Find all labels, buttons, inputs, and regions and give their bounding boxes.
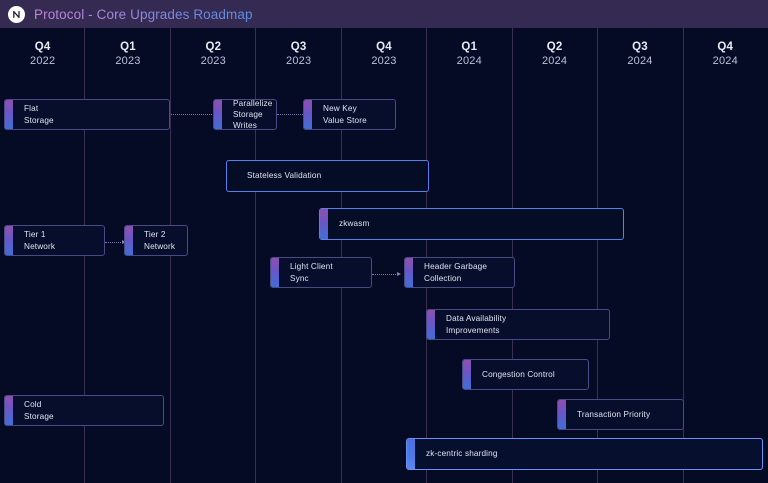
- quarter-header-q2-2024: Q2 2024: [512, 28, 597, 74]
- roadmap-bar-label: Transaction Priority: [577, 409, 651, 419]
- bar-accent-strip: [214, 100, 222, 129]
- bar-accent-strip: [463, 360, 471, 389]
- roadmap-bar-label: zk-centric sharding: [426, 449, 498, 459]
- quarter-header-q3-2023: Q3 2023: [256, 28, 341, 74]
- roadmap-bar-parallelize-storage-writes[interactable]: Parallelize Storage Writes: [213, 99, 277, 130]
- quarter-label: Q4: [717, 41, 734, 53]
- roadmap-bar-zk-centric-sharding[interactable]: zk-centric sharding: [406, 438, 763, 470]
- quarter-year: 2023: [200, 55, 226, 67]
- roadmap-bar-tier-2-network[interactable]: Tier 2 Network: [124, 225, 188, 256]
- bar-accent-strip: [320, 209, 328, 239]
- roadmap-bar-congestion-control[interactable]: Congestion Control: [462, 359, 589, 390]
- bar-accent-strip: [427, 310, 435, 339]
- roadmap-bar-flat-storage[interactable]: Flat Storage: [4, 99, 170, 130]
- quarter-label: Q4: [376, 41, 392, 53]
- bar-accent-strip: [405, 258, 413, 287]
- roadmap-bar-label: Light Client Sync: [290, 262, 333, 283]
- roadmap-bar-light-client-sync[interactable]: Light Client Sync: [270, 257, 372, 288]
- quarter-label: Q2: [205, 41, 222, 53]
- quarter-header-q3-2024: Q3 2024: [597, 28, 682, 74]
- bar-accent-strip: [271, 258, 279, 287]
- roadmap-bar-label: Data Availability Improvements: [446, 314, 507, 335]
- roadmap-bar-zkwasm[interactable]: zkwasm: [319, 208, 624, 240]
- roadmap-bar-label: Cold Storage: [24, 400, 54, 421]
- roadmap-bars: Flat Storage Parallelize Storage Writes …: [0, 28, 768, 483]
- quarter-header-q4-2022: Q4 2022: [0, 28, 85, 74]
- quarter-header-q1-2023: Q1 2023: [85, 28, 170, 74]
- roadmap-bar-transaction-priority[interactable]: Transaction Priority: [557, 399, 684, 430]
- quarter-year: 2024: [541, 55, 568, 67]
- bar-accent-strip: [5, 226, 13, 255]
- bar-accent-strip: [5, 100, 13, 129]
- roadmap-timeline: Q4 2022 Q1 2023 Q2 2023 Q3 2023 Q4 2023 …: [0, 28, 768, 483]
- roadmap-bar-label: Tier 2 Network: [144, 230, 176, 251]
- app-header: Protocol - Core Upgrades Roadmap: [0, 0, 768, 28]
- quarter-label: Q2: [546, 41, 563, 53]
- quarter-year: 2023: [371, 55, 397, 67]
- roadmap-bar-label: Tier 1 Network: [24, 230, 56, 251]
- quarter-year: 2023: [115, 55, 141, 67]
- roadmap-bar-label: Flat Storage: [24, 104, 54, 125]
- quarter-year: 2022: [30, 55, 56, 67]
- bar-accent-strip: [125, 226, 133, 255]
- roadmap-bar-label: Parallelize Storage Writes: [233, 99, 273, 130]
- quarter-year: 2023: [286, 55, 312, 67]
- bar-accent-strip: [407, 439, 415, 469]
- bar-accent-strip: [5, 396, 13, 425]
- roadmap-bar-new-key-value-store[interactable]: New Key Value Store: [303, 99, 396, 130]
- roadmap-bar-tier-1-network[interactable]: Tier 1 Network: [4, 225, 105, 256]
- quarter-label: Q1: [461, 41, 478, 53]
- quarter-year: 2024: [627, 55, 653, 67]
- quarter-header-row: Q4 2022 Q1 2023 Q2 2023 Q3 2023 Q4 2023 …: [0, 28, 768, 74]
- page-title: Protocol - Core Upgrades Roadmap: [34, 6, 253, 22]
- roadmap-bar-label: zkwasm: [339, 219, 370, 229]
- roadmap-bar-label: Stateless Validation: [247, 171, 322, 181]
- quarter-header-q4-2023: Q4 2023: [341, 28, 426, 74]
- quarter-header-q4-2024: Q4 2024: [683, 28, 768, 74]
- circle-n-logo-icon: [8, 5, 25, 23]
- roadmap-bar-label: New Key Value Store: [323, 104, 367, 125]
- quarter-year: 2024: [712, 55, 738, 67]
- roadmap-bar-label: Congestion Control: [482, 369, 555, 379]
- quarter-header-q1-2024: Q1 2024: [427, 28, 512, 74]
- roadmap-bar-stateless-validation[interactable]: Stateless Validation: [226, 160, 429, 192]
- quarter-header-q2-2023: Q2 2023: [171, 28, 256, 74]
- roadmap-bar-data-availability-improvements[interactable]: Data Availability Improvements: [426, 309, 610, 340]
- roadmap-bar-header-garbage-collection[interactable]: Header Garbage Collection: [404, 257, 515, 288]
- quarter-label: Q3: [632, 41, 648, 53]
- bar-accent-strip: [558, 400, 566, 429]
- bar-accent-strip: [304, 100, 312, 129]
- quarter-year: 2024: [456, 55, 482, 67]
- roadmap-bar-cold-storage[interactable]: Cold Storage: [4, 395, 164, 426]
- roadmap-bar-label: Header Garbage Collection: [424, 262, 488, 283]
- quarter-label: Q4: [34, 41, 51, 53]
- quarter-label: Q1: [120, 41, 136, 53]
- quarter-label: Q3: [290, 41, 307, 53]
